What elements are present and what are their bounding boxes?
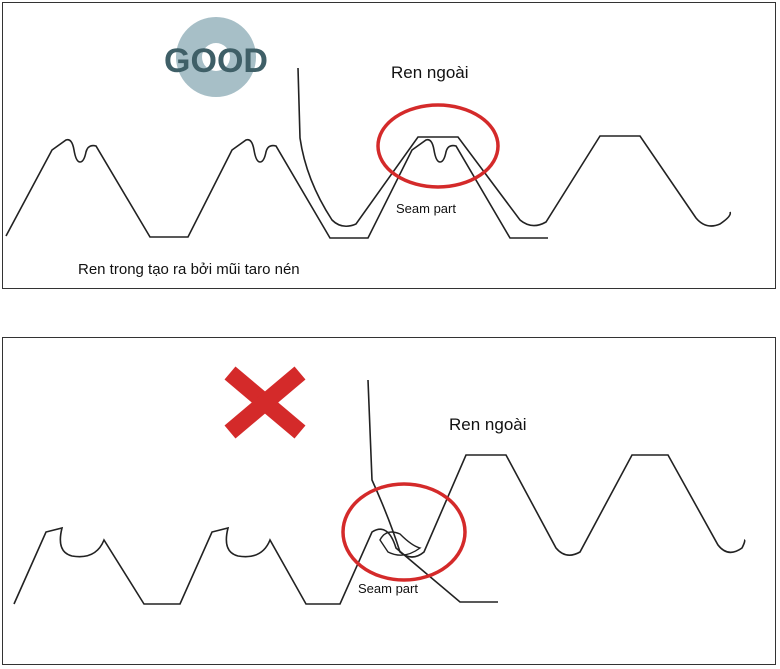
good-badge-hole [202,43,230,71]
good-internal-thread-label: Ren trong tạo ra bởi mũi taro nén [78,261,300,278]
good-internal-thread-profile [5,138,548,239]
bad-external-thread-label: Ren ngoài [449,415,527,434]
good-external-thread-profile [297,67,732,228]
good-seam-label: Seam part [396,201,456,216]
good-badge: GOOD [164,17,268,97]
cross-mark-icon [224,366,306,439]
good-seam-highlight-circle [376,103,500,189]
good-badge-text: GOOD [164,42,268,80]
bad-seam-highlight-circle [341,482,467,582]
bad-example-panel [2,337,776,665]
bad-external-thread-profile [367,379,746,558]
bad-seam-label: Seam part [358,581,418,596]
bad-internal-thread-profile [13,526,498,605]
bad-seam-fold [379,531,422,556]
good-external-thread-label: Ren ngoài [391,63,469,82]
